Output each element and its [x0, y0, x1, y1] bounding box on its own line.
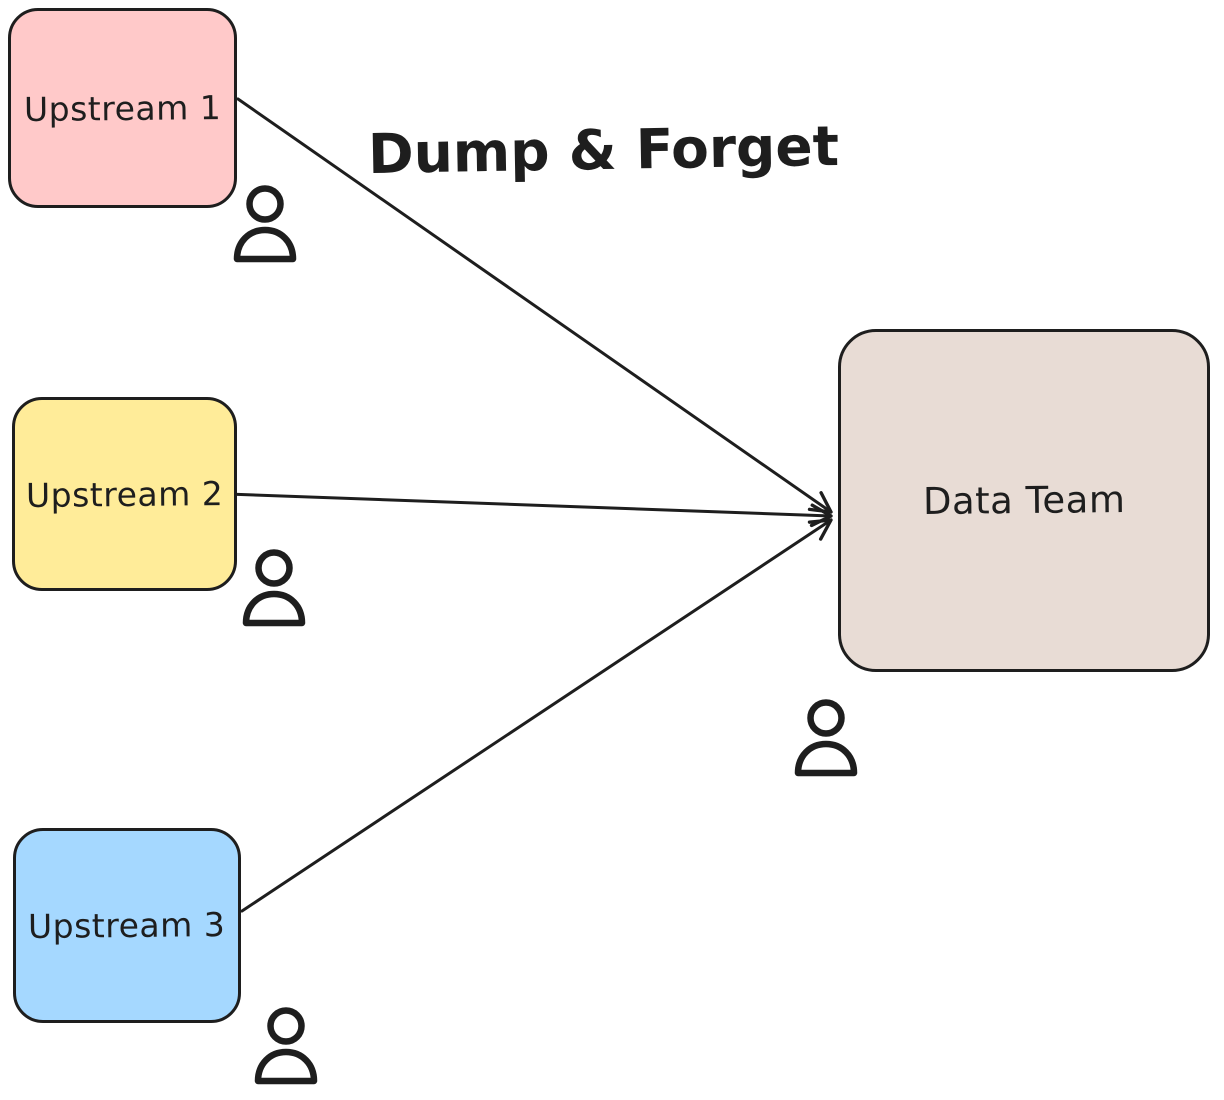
edge-upstream3-to-datateam	[240, 518, 833, 913]
node-upstream-2-label: Upstream 2	[25, 473, 224, 515]
node-upstream-3-label: Upstream 3	[28, 904, 226, 947]
person-icon	[242, 549, 306, 627]
person-icon	[233, 185, 297, 263]
person-icon	[794, 699, 858, 777]
node-upstream-3: Upstream 3	[13, 828, 241, 1023]
edge-annotation-dump-and-forget: Dump & Forget	[367, 113, 840, 187]
node-data-team-label: Data Team	[922, 477, 1126, 524]
node-upstream-1-label: Upstream 1	[23, 87, 222, 129]
node-upstream-1: Upstream 1	[8, 8, 237, 208]
node-upstream-2: Upstream 2	[12, 397, 237, 591]
node-data-team: Data Team	[838, 329, 1210, 672]
edge-upstream2-to-datateam	[225, 492, 833, 528]
person-icon	[254, 1007, 318, 1085]
